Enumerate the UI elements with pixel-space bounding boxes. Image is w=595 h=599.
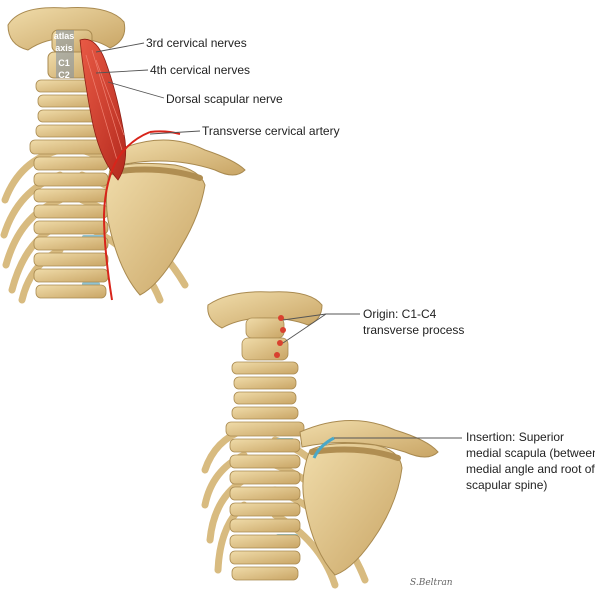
vertebra-label-c2: C2 (58, 70, 70, 80)
origin-marks (274, 315, 286, 358)
label-transverse-cervical-artery: Transverse cervical artery (202, 124, 340, 138)
vertebra-label-c1: C1 (58, 58, 70, 68)
label-dorsal-scapular-nerve: Dorsal scapular nerve (166, 92, 283, 106)
label-insertion-line1: Insertion: Superior (466, 430, 565, 444)
bottom-skeleton (201, 291, 439, 589)
scapula-bottom (302, 442, 403, 576)
label-origin-line2: transverse process (363, 323, 465, 337)
insertion-mark (312, 436, 335, 459)
clavicle-bottom (299, 419, 439, 458)
leader-lines-bottom (282, 313, 462, 439)
artery-and-nerve (102, 130, 181, 301)
vertebra-label-atlas: atlas (53, 31, 75, 41)
leader-lines-top (95, 42, 201, 135)
artist-signature: S.Beltran (410, 578, 453, 588)
label-origin-line1: Origin: C1-C4 (363, 307, 437, 321)
vertebral-column-bottom (225, 317, 305, 581)
vertebra-label-axis: axis (55, 43, 73, 53)
clavicle-top (117, 139, 246, 176)
skull-base (7, 7, 126, 51)
label-4th-cervical-nerves: 4th cervical nerves (150, 63, 251, 77)
label-insertion-line4: scapular spine) (466, 478, 548, 492)
label-insertion-line3: medial angle and root of (466, 462, 595, 476)
label-3rd-cervical-nerves: 3rd cervical nerves (146, 36, 247, 50)
levator-scapulae-muscle (79, 38, 127, 181)
label-insertion-line2: medial scapula (between (466, 446, 595, 460)
scapula-top (105, 162, 206, 296)
